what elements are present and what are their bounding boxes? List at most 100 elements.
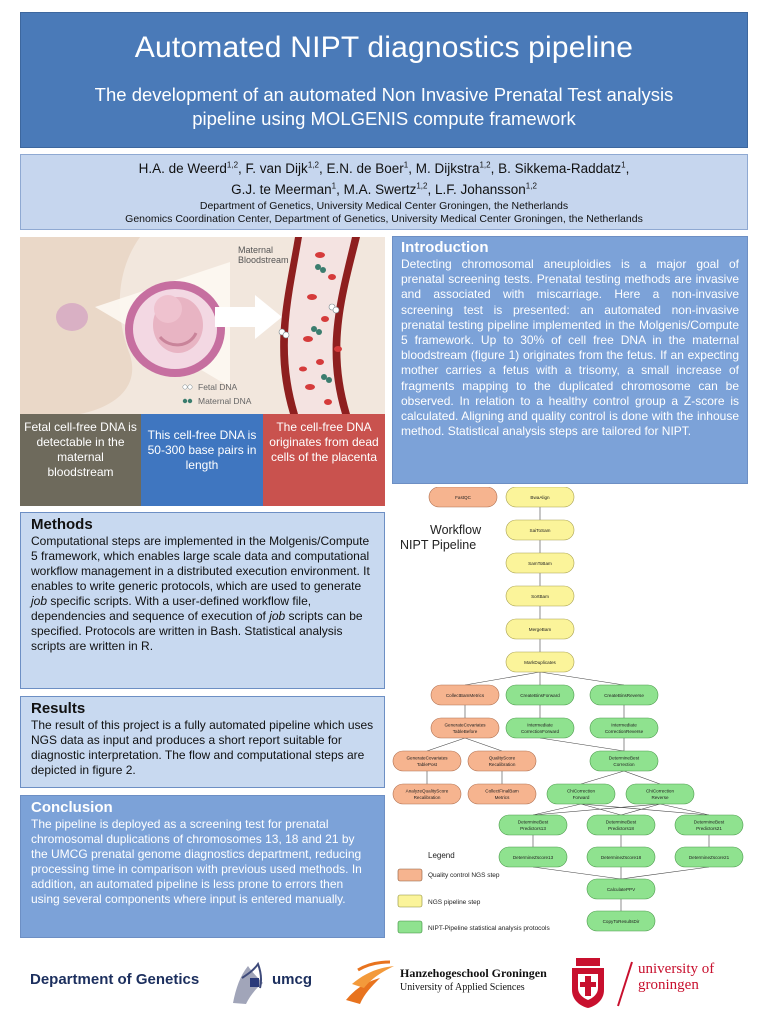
author-name: F. van Dijk xyxy=(245,161,308,176)
workflow-node-label: QualityScore xyxy=(489,756,516,761)
workflow-node-label: DetermineBest xyxy=(694,820,725,825)
author-separator: , xyxy=(238,161,246,176)
legend-swatch-stat xyxy=(397,920,423,934)
author-affiliation: 1 xyxy=(403,160,409,170)
workflow-node-shape xyxy=(392,750,462,772)
legend-stat-label: NIPT-Pipeline statistical analysis proto… xyxy=(428,925,550,932)
workflow-node-shape xyxy=(505,486,575,508)
workflow-node-label: TablePost xyxy=(417,762,438,767)
methods-emphasis-2: job xyxy=(269,609,286,623)
author-name: G.J. te Meerman xyxy=(231,182,332,197)
workflow-node-shape xyxy=(498,814,568,836)
affiliation-2: Genomics Coordination Center, Department… xyxy=(125,213,643,225)
workflow-node-shape xyxy=(430,717,500,739)
workflow-node-label: DetermineBest xyxy=(606,820,637,825)
workflow-node-label: Recalibration xyxy=(414,795,441,800)
workflow-node-label: CopyToResultsDir xyxy=(603,919,640,924)
workflow-node-shape xyxy=(467,750,537,772)
workflow-node-label: Intermediate xyxy=(611,723,637,728)
workflow-node-calculateppv: CalculatePPV xyxy=(586,878,656,900)
legend-swatch-qc xyxy=(397,868,423,882)
workflow-edge xyxy=(623,770,661,785)
workflow-node-label: DetermineZscore13 xyxy=(513,855,554,860)
footer-logos: Department of Genetics umcg Hanzehogesch… xyxy=(20,952,748,1016)
workflow-node-createbinsforward: CreateBinsForward xyxy=(505,684,575,706)
conclusion-section: Conclusion The pipeline is deployed as a… xyxy=(20,795,385,938)
workflow-node-label: Metrics xyxy=(495,795,511,800)
workflow-node-fastqc: FastQC xyxy=(428,486,498,508)
workflow-edge xyxy=(539,671,625,686)
introduction-heading: Introduction xyxy=(401,239,489,256)
author-affiliation: 1,2 xyxy=(307,160,319,170)
workflow-node-label: GenerateCovariates xyxy=(444,723,486,728)
author-name: H.A. de Weerd xyxy=(138,161,227,176)
workflow-node-label: Predictors18 xyxy=(608,826,634,831)
author-separator: , xyxy=(625,161,630,176)
workflow-node-label: DetermineZscore21 xyxy=(689,855,730,860)
workflow-edge xyxy=(464,737,503,752)
maternal-bloodstream-label: Maternal Bloodstream xyxy=(238,245,289,265)
methods-text-3: scripts can be specified. Protocols are … xyxy=(31,609,363,653)
fetal-dna-illustration: Maternal Bloodstream Fetal DNA Maternal … xyxy=(20,237,385,414)
results-section: Results The result of this project is a … xyxy=(20,696,385,788)
workflow-edge xyxy=(426,737,466,752)
workflow-node-shape xyxy=(498,846,568,868)
workflow-node-label: Intermediate xyxy=(527,723,553,728)
legend-ngs-label: NGS pipeline step xyxy=(428,899,481,906)
workflow-node-shape xyxy=(505,552,575,574)
workflow-node-shape xyxy=(505,519,575,541)
methods-text-2: specific scripts. With a user-defined wo… xyxy=(31,594,312,623)
results-heading: Results xyxy=(31,700,86,717)
author-affiliation: 1,2 xyxy=(525,181,537,191)
workflow-node-label: DetermineBest xyxy=(518,820,549,825)
workflow-node-shape xyxy=(674,814,744,836)
workflow-node-label: ChiCorrection xyxy=(646,789,675,794)
workflow-edge xyxy=(532,803,582,816)
author-name: L.F. Johansson xyxy=(434,182,526,197)
workflow-edge xyxy=(532,803,661,816)
workflow-node-label: Correction xyxy=(613,762,635,767)
workflow-edge xyxy=(620,866,710,880)
university-name-line1: university of xyxy=(638,961,715,977)
workflow-node-label: Recalibration xyxy=(489,762,516,767)
university-name-line2: groningen xyxy=(638,977,699,993)
poster-title: Automated NIPT diagnostics pipeline xyxy=(134,31,634,64)
workflow-title-line2: NIPT Pipeline xyxy=(400,538,476,552)
workflow-edges xyxy=(426,507,710,911)
umcg-logo-text: umcg xyxy=(272,971,313,988)
workflow-node-shape xyxy=(586,814,656,836)
workflow-node-determinezscore18: DetermineZscore18 xyxy=(586,846,656,868)
conclusion-body: The pipeline is deployed as a screening … xyxy=(31,817,362,906)
workflow-node-label: ChiCorrection xyxy=(567,789,596,794)
maternal-dna-legend-label: Maternal DNA xyxy=(198,396,252,406)
workflow-node-shape xyxy=(430,684,500,706)
workflow-node-shape xyxy=(589,717,659,739)
methods-text-1: Computational steps are implemented in t… xyxy=(31,534,370,593)
author-name: B. Sikkema-Raddatz xyxy=(498,161,622,176)
workflow-node-shape xyxy=(505,651,575,673)
workflow-node-label: DetermineZscore18 xyxy=(601,855,642,860)
workflow-edge xyxy=(620,803,661,816)
workflow-node-bwaalign: BwaAlign xyxy=(505,486,575,508)
workflow-node-label: Predictors21 xyxy=(696,826,722,831)
introduction-body: Detecting chromosomal aneuploidies is a … xyxy=(401,257,739,439)
workflow-node-mergebam: MergeBam xyxy=(505,618,575,640)
workflow-node-label: MergeBam xyxy=(529,627,552,632)
workflow-node-label: TableBefore xyxy=(453,729,478,734)
workflow-edge xyxy=(580,803,710,816)
workflow-edge xyxy=(659,803,710,816)
workflow-node-determinezscore13: DetermineZscore13 xyxy=(498,846,568,868)
caption-fetal-dna: Fetal cell-free DNA is detectable in the… xyxy=(20,414,141,506)
workflow-node-label: BwaAlign xyxy=(530,495,550,500)
poster-subtitle: The development of an automated Non Inva… xyxy=(94,84,674,129)
workflow-node-collectbammetrics: CollectBamMetrics xyxy=(430,684,500,706)
workflow-node-label: FastQC xyxy=(455,495,472,500)
university-crest-icon xyxy=(572,958,604,1008)
